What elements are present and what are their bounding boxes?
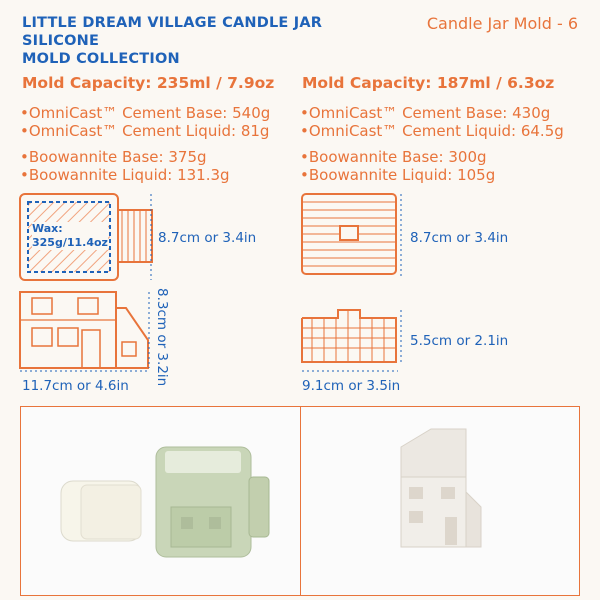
left-spec-cement-base: •OmniCast™ Cement Base: 540g xyxy=(20,104,271,122)
left-width-dimension-line xyxy=(20,370,148,372)
left-capacity: Mold Capacity: 235ml / 7.9oz xyxy=(22,74,275,92)
left-photo-panel xyxy=(20,406,301,596)
left-top-dimension-line xyxy=(150,194,152,280)
silicone-mold-and-candle-photo xyxy=(60,446,270,558)
right-spec-boowannite-liquid: •Boowannite Liquid: 105g xyxy=(300,166,496,184)
right-spec-cement-base: •OmniCast™ Cement Base: 430g xyxy=(300,104,551,122)
title-line-2: MOLD COLLECTION xyxy=(22,51,180,67)
left-front-height-label: 8.3cm or 3.2in xyxy=(154,288,170,387)
right-top-view-diagram xyxy=(301,193,397,275)
right-front-view-diagram xyxy=(301,309,397,363)
right-front-dimension-line xyxy=(400,310,402,362)
left-front-dimension-line xyxy=(148,292,150,368)
right-top-dimension-line xyxy=(400,194,402,276)
left-top-height-label: 8.7cm or 3.4in xyxy=(158,230,257,246)
product-tag: Candle Jar Mold - 6 xyxy=(426,14,578,33)
left-spec-boowannite-liquid: •Boowannite Liquid: 131.3g xyxy=(20,166,230,184)
wax-label: Wax: xyxy=(32,222,63,235)
left-spec-boowannite-base: •Boowannite Base: 375g xyxy=(20,148,207,166)
right-photo-panel xyxy=(300,406,580,596)
wax-note: Wax: 325g/11.4oz xyxy=(32,222,108,250)
right-spec-cement-liquid: •OmniCast™ Cement Liquid: 64.5g xyxy=(300,122,564,140)
right-width-label: 9.1cm or 3.5in xyxy=(302,378,401,394)
left-front-view-diagram xyxy=(19,291,149,369)
right-capacity: Mold Capacity: 187ml / 6.3oz xyxy=(302,74,555,92)
wax-value: 325g/11.4oz xyxy=(32,236,108,249)
left-width-label: 11.7cm or 4.6in xyxy=(22,378,129,394)
right-top-height-label: 8.7cm or 3.4in xyxy=(410,230,509,246)
left-spec-cement-liquid: •OmniCast™ Cement Liquid: 81g xyxy=(20,122,270,140)
page-title: LITTLE DREAM VILLAGE CANDLE JAR SILICONE… xyxy=(22,14,402,68)
right-width-dimension-line xyxy=(302,370,398,372)
title-line-1: LITTLE DREAM VILLAGE CANDLE JAR SILICONE xyxy=(22,15,323,49)
right-front-height-label: 5.5cm or 2.1in xyxy=(410,333,509,349)
house-candle-jar-photo xyxy=(400,428,482,548)
right-spec-boowannite-base: •Boowannite Base: 300g xyxy=(300,148,487,166)
